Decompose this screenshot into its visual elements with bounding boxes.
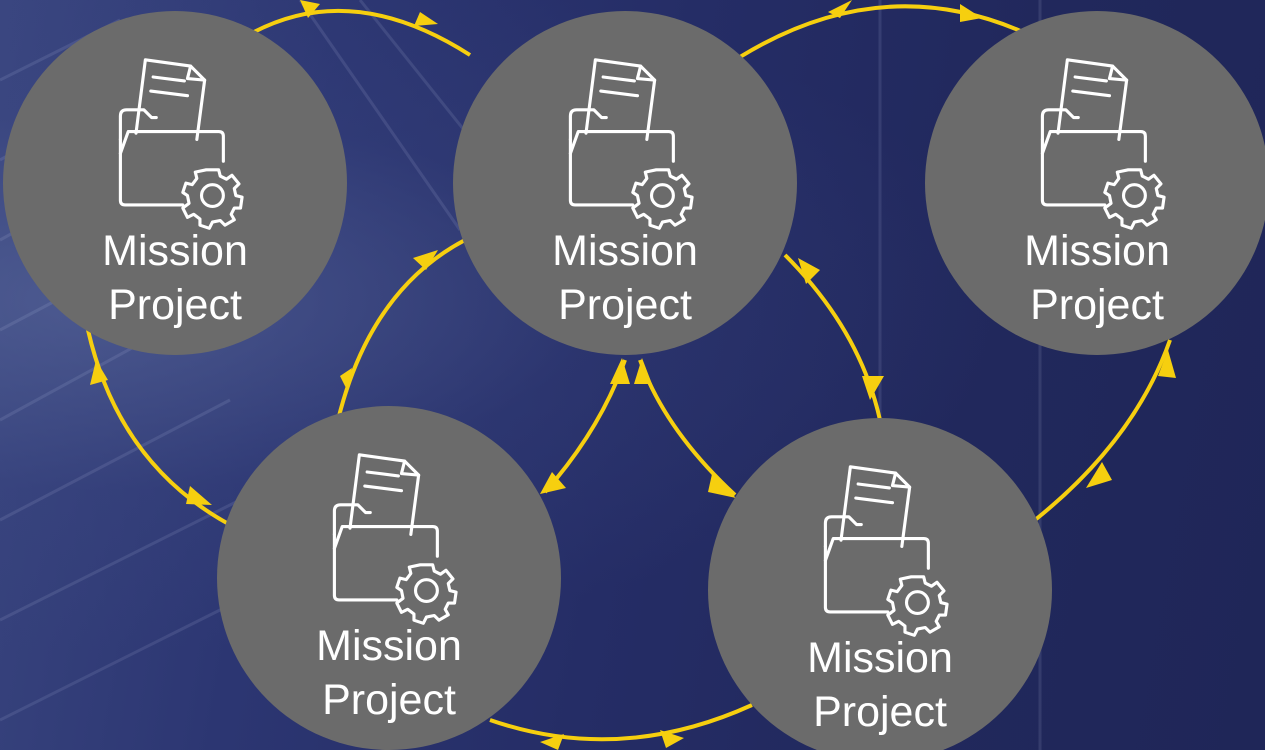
arrowhead — [660, 730, 684, 748]
arrowhead — [862, 376, 884, 400]
node-label-line1: Mission — [102, 227, 248, 275]
node-label-line2: Project — [558, 281, 692, 329]
mission-project-node[interactable]: Mission Project — [453, 11, 797, 355]
arrowhead — [828, 0, 852, 18]
link-node4-node5 — [489, 703, 753, 750]
arrowhead — [540, 734, 564, 750]
arrowhead — [300, 0, 320, 18]
arrowhead — [798, 258, 820, 284]
node-label-line2: Project — [813, 688, 947, 736]
mission-project-node[interactable]: Mission Project — [708, 418, 1052, 750]
node-label-line1: Mission — [1024, 227, 1170, 275]
node-label-line1: Mission — [552, 227, 698, 275]
link-node2-node3 — [718, 0, 1041, 72]
arrowhead — [90, 360, 108, 385]
arrowhead — [540, 472, 566, 494]
link-node1-node2 — [238, 0, 472, 57]
node-label-line1: Mission — [807, 634, 953, 682]
node-label-line2: Project — [322, 676, 456, 724]
arrowhead — [1086, 462, 1112, 488]
mission-project-node[interactable]: Mission Project — [3, 11, 347, 355]
mission-project-node[interactable]: Mission Project — [925, 11, 1265, 355]
link-node2-node5-inner — [634, 358, 737, 498]
arrowhead — [413, 250, 438, 270]
node-circle — [925, 11, 1265, 355]
link-node1-node4 — [86, 329, 241, 532]
node-label-line2: Project — [108, 281, 242, 329]
node-circle — [217, 406, 561, 750]
arrowhead — [708, 474, 736, 498]
arrowhead — [340, 368, 352, 392]
mission-project-node[interactable]: Mission Project — [217, 406, 561, 750]
arrowhead — [414, 12, 438, 26]
node-circle — [453, 11, 797, 355]
link-node2-node4-inner — [540, 358, 630, 494]
arrowhead — [634, 358, 652, 384]
node-label-line1: Mission — [316, 622, 462, 670]
node-circle — [708, 418, 1052, 750]
arrowhead — [960, 4, 982, 22]
link-node2-node4-outer — [336, 238, 466, 421]
arrowhead — [1158, 350, 1176, 378]
arrowhead — [610, 358, 630, 384]
link-node2-node5-outer — [783, 253, 884, 421]
link-node3-node5 — [1033, 339, 1176, 522]
node-circle — [3, 11, 347, 355]
node-label-line2: Project — [1030, 281, 1164, 329]
arrowhead — [186, 486, 212, 505]
